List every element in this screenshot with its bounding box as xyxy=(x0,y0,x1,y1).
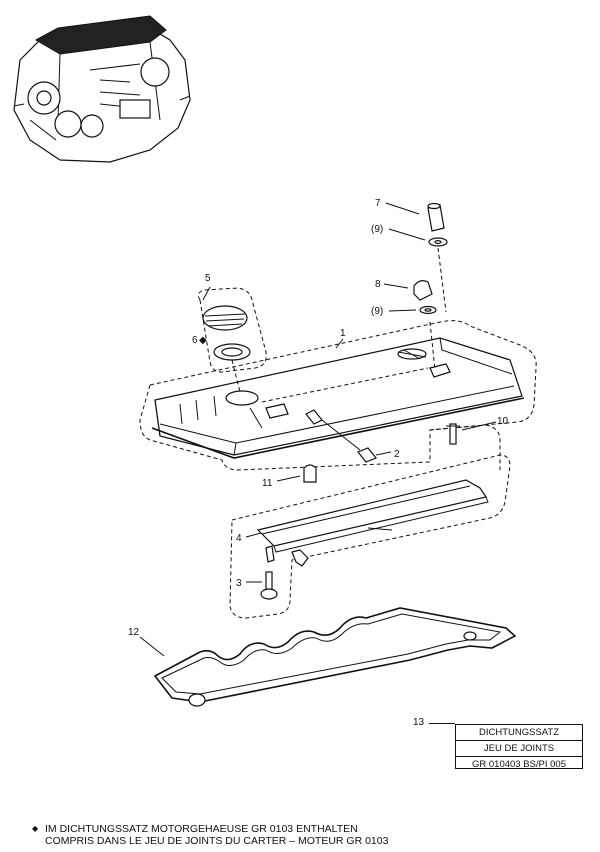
footnote: ◆ IM DICHTUNGSSATZ MOTORGEHAEUSE GR 0103… xyxy=(32,823,389,847)
gasket-kit-reference: GR 010403 BS/PI 005 xyxy=(471,759,566,770)
part-plug xyxy=(305,409,392,463)
callout-13: 13 xyxy=(413,717,425,728)
callout-11: 11 xyxy=(262,478,273,489)
callout-1: 1 xyxy=(340,328,346,339)
part-washer-upper xyxy=(388,228,448,247)
callout-9-upper: (9) xyxy=(371,224,383,235)
callout-3: 3 xyxy=(236,578,242,589)
part-cap-nut xyxy=(383,280,433,301)
engine-thumbnail xyxy=(13,15,191,163)
cover-group-outline xyxy=(139,320,537,471)
gasket-kit-title-de: DICHTUNGSSATZ xyxy=(456,725,582,741)
callout-6: 6 xyxy=(192,335,198,346)
callout-9-lower: (9) xyxy=(371,306,383,317)
footnote-line-2: COMPRIS DANS LE JEU DE JOINTS DU CARTER … xyxy=(45,835,389,847)
callout-13-leader xyxy=(429,723,455,724)
callout-6-marker: ◆ xyxy=(199,335,207,346)
footnote-marker: ◆ xyxy=(32,824,39,833)
part-plug-11 xyxy=(276,464,317,483)
part-oil-baffle xyxy=(245,479,489,567)
callout-7: 7 xyxy=(375,198,381,209)
callout-2: 2 xyxy=(394,449,400,460)
baffle-group-outline xyxy=(229,454,511,619)
alignment-lines xyxy=(231,247,447,403)
part-cylinder-head-cover xyxy=(151,337,525,459)
gasket-kit-box: DICHTUNGSSATZ JEU DE JOINTS GR 010403 BS… xyxy=(455,724,583,770)
callout-12: 12 xyxy=(128,627,140,638)
part-washer-lower xyxy=(388,305,437,315)
callout-10: 10 xyxy=(497,416,509,427)
footnote-line-1: IM DICHTUNGSSATZ MOTORGEHAEUSE GR 0103 E… xyxy=(45,823,358,835)
part-cover-gasket xyxy=(139,607,517,707)
part-bolt xyxy=(246,571,278,600)
callout-8: 8 xyxy=(375,279,381,290)
part-filler-cap-seal xyxy=(213,343,251,361)
part-spacer-sleeve xyxy=(385,202,445,232)
part-screw-10 xyxy=(429,421,501,470)
callout-5: 5 xyxy=(205,273,211,284)
gasket-kit-title-fr: JEU DE JOINTS xyxy=(456,741,582,757)
part-oil-filler-cap xyxy=(202,286,248,331)
cap-group-outline xyxy=(197,287,267,373)
callout-4: 4 xyxy=(236,533,242,544)
